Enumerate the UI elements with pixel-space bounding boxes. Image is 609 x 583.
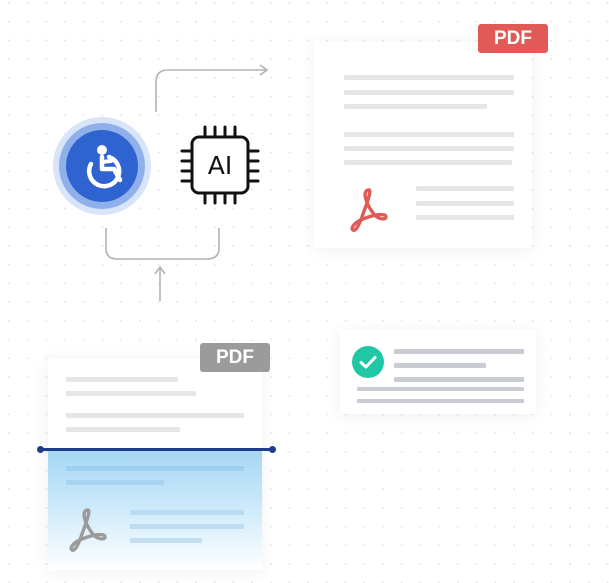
text-line <box>344 90 514 95</box>
text-line <box>66 391 196 396</box>
text-line <box>416 186 514 191</box>
output-document <box>314 42 532 248</box>
ai-chip-label: AI <box>208 151 232 180</box>
accessibility-person-icon <box>86 145 123 189</box>
text-line <box>394 349 524 354</box>
text-line <box>66 427 180 432</box>
acrobat-pdf-icon <box>350 188 388 232</box>
scan-highlight <box>48 450 262 570</box>
scan-line <box>40 448 273 451</box>
text-line <box>344 146 514 151</box>
text-line <box>416 215 514 220</box>
loop-connector <box>105 228 220 260</box>
scan-line-handle-left <box>37 446 44 453</box>
pdf-input-badge: PDF <box>200 343 270 372</box>
text-line <box>66 413 244 418</box>
arrow-head-right <box>259 64 269 76</box>
acrobat-pdf-icon <box>69 508 107 552</box>
ai-chip-icon: AI <box>178 125 262 205</box>
text-line <box>344 75 514 80</box>
scan-line-handle-right <box>269 446 276 453</box>
text-line <box>357 399 524 403</box>
text-line <box>394 363 486 368</box>
arrow-to-output <box>155 69 266 112</box>
accessibility-badge <box>53 117 151 215</box>
text-line <box>344 104 487 109</box>
text-line <box>66 377 178 382</box>
text-line <box>344 132 514 137</box>
check-circle-icon <box>352 346 384 378</box>
text-line <box>416 201 514 206</box>
pdf-output-badge: PDF <box>478 24 548 53</box>
text-line <box>344 160 512 165</box>
text-line <box>357 387 524 391</box>
arrow-head-up <box>154 265 166 275</box>
text-line <box>394 377 524 382</box>
